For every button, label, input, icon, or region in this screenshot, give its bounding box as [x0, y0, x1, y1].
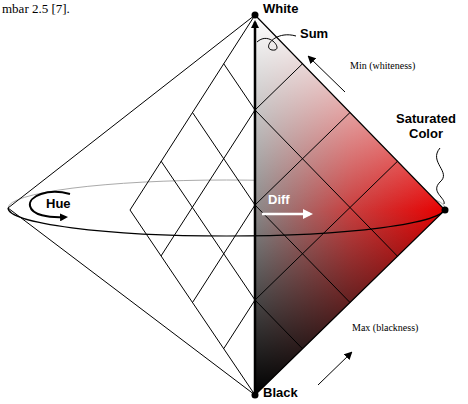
direction-note: Max (blackness) — [352, 322, 418, 334]
point-label: Saturated Color — [390, 112, 462, 142]
axis-label: Sum — [300, 27, 328, 42]
vertex-label: Black — [263, 386, 298, 401]
vertex-label: White — [263, 2, 298, 17]
axis-label: Diff — [268, 193, 290, 208]
direction-note: Min (whiteness) — [350, 60, 415, 72]
angle-label: Hue — [46, 197, 71, 212]
figure-caption-fragment: mbar 2.5 [7]. — [2, 2, 70, 17]
